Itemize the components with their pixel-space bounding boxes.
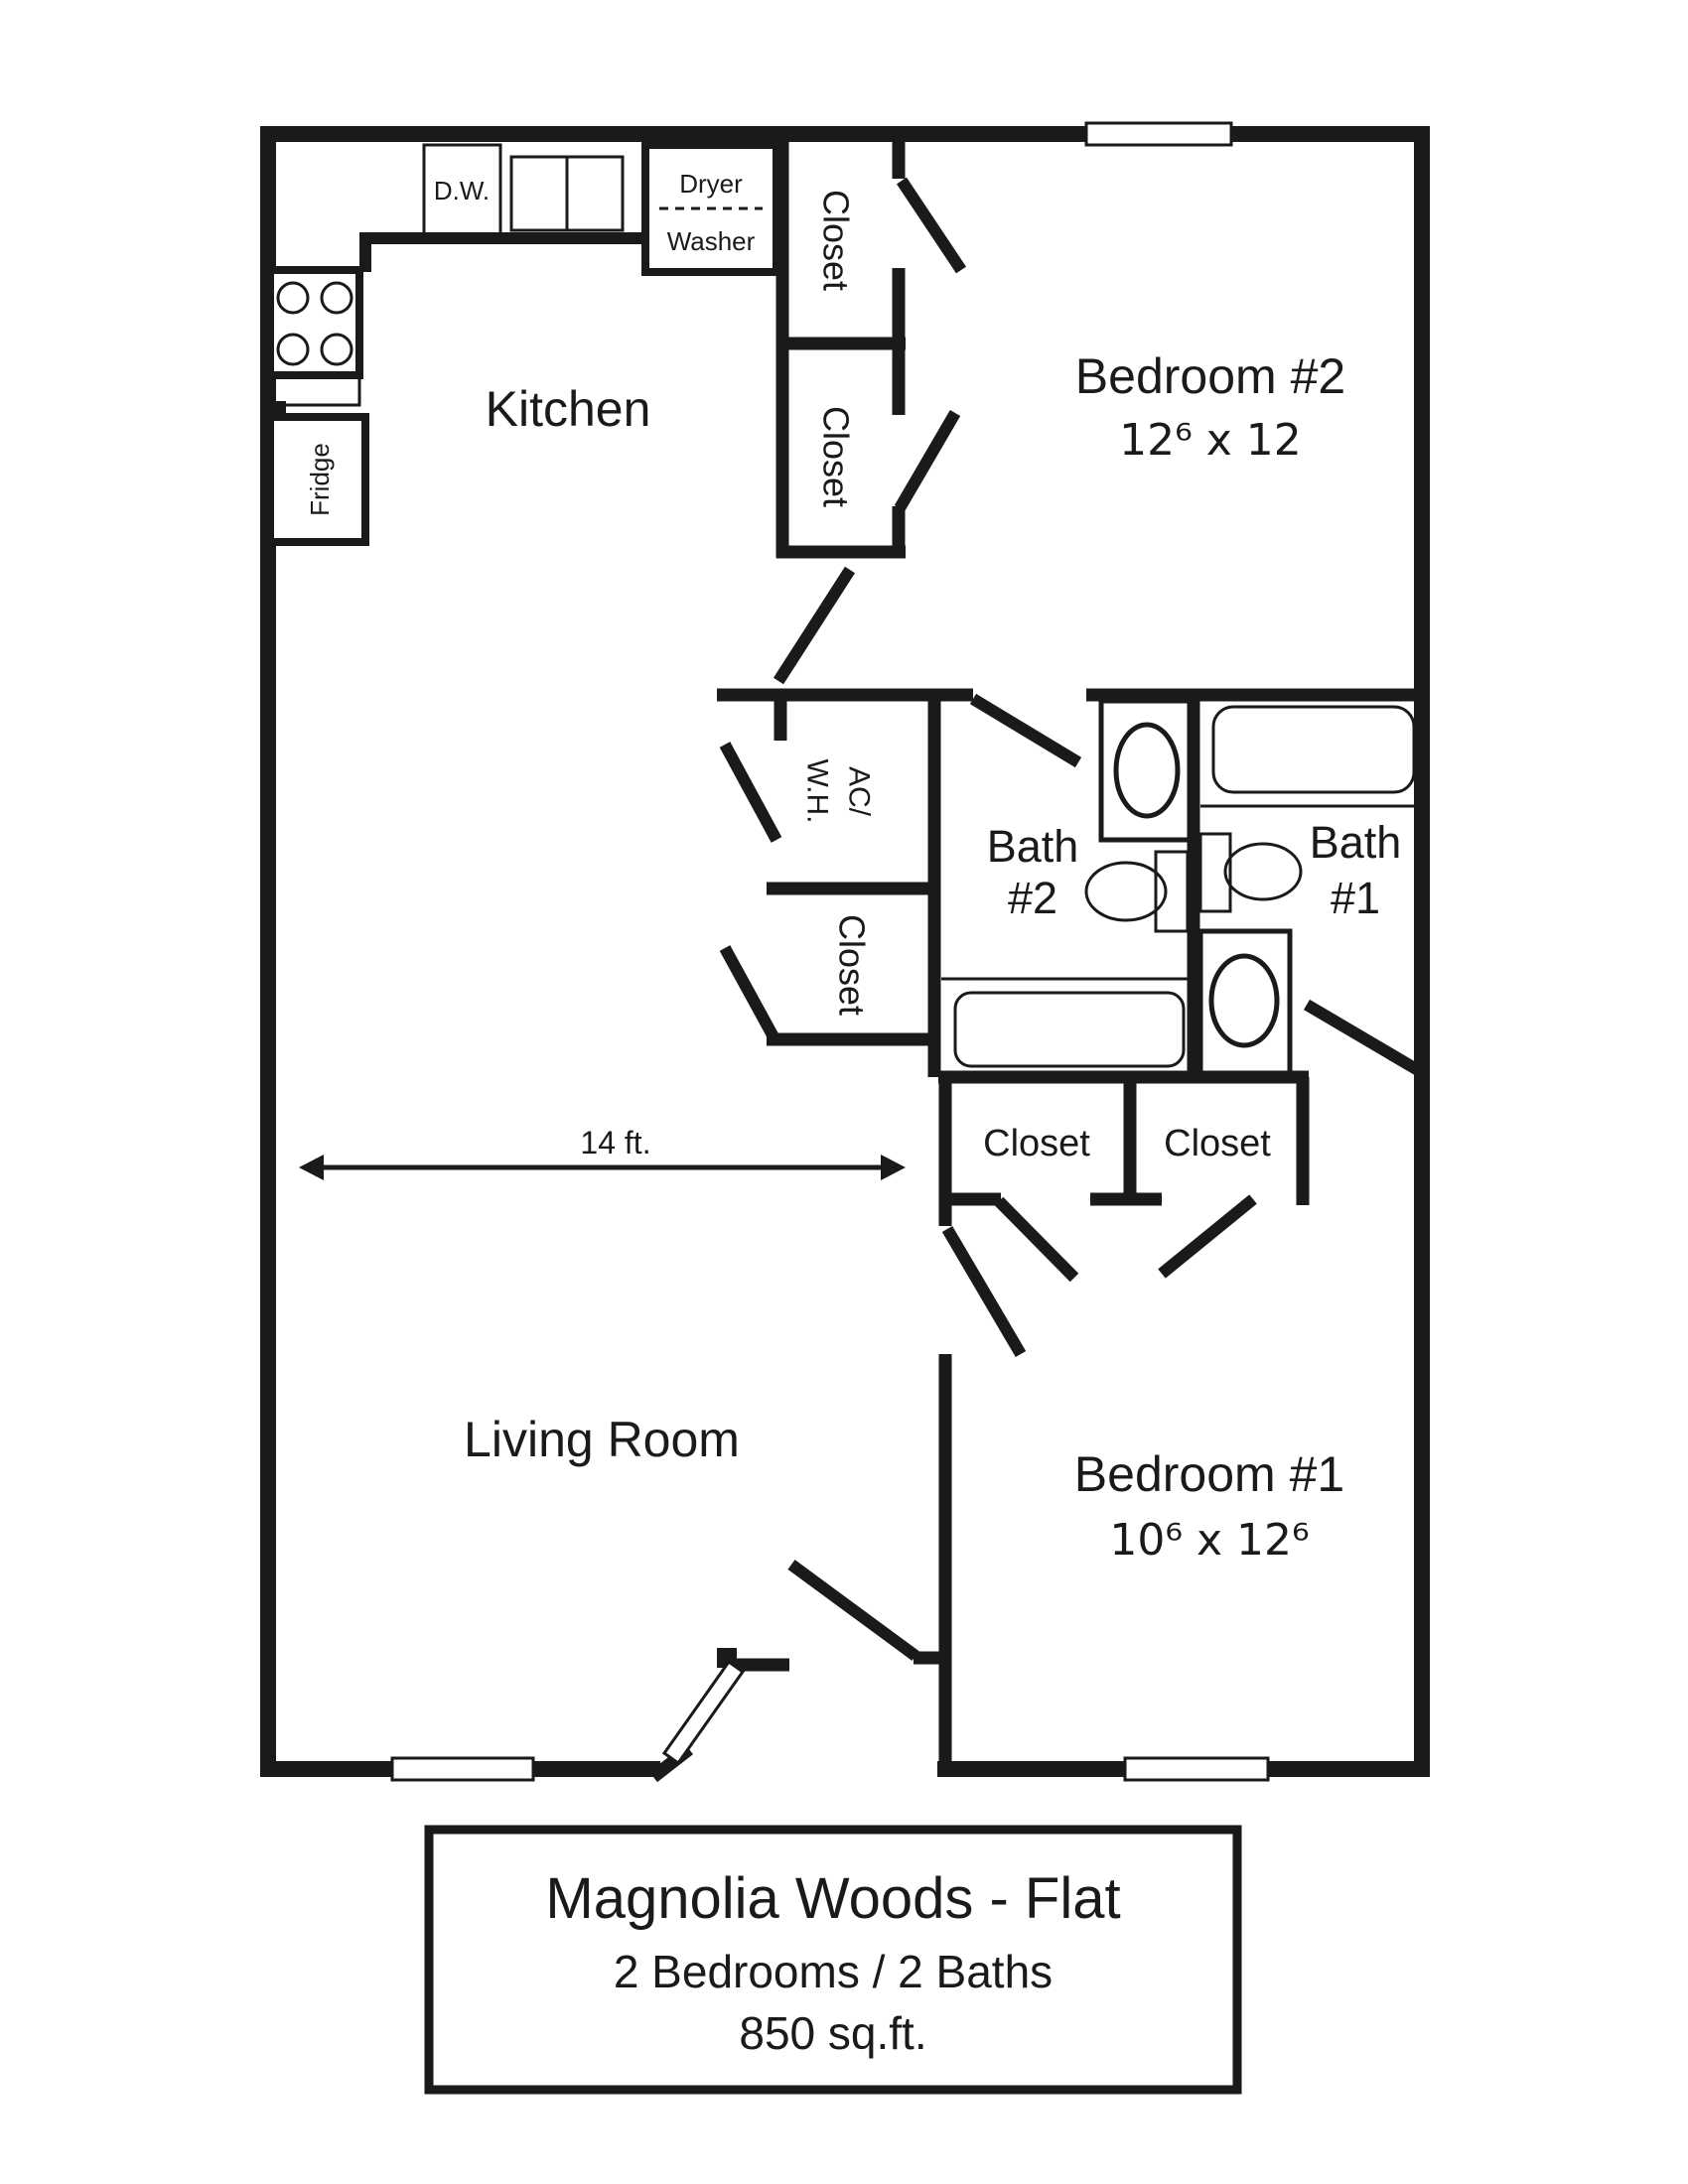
bath1-number: #1: [1331, 873, 1380, 923]
bedroom1-closet-b-label: Closet: [1164, 1123, 1271, 1164]
fridge-icon: [266, 413, 369, 546]
bath1-bathtub-icon: [1211, 705, 1416, 794]
washer-label: Washer: [667, 226, 756, 256]
bath2-label: Bath: [987, 821, 1079, 872]
door-swing: [897, 177, 966, 274]
bedroom1-closet-a-label: Closet: [983, 1123, 1090, 1164]
door-swing: [941, 1225, 1027, 1358]
arrow-head-right: [881, 1155, 906, 1180]
plan-title: Magnolia Woods - Flat: [545, 1866, 1120, 1931]
window: [1084, 121, 1233, 147]
bath2-bathtub-icon: [953, 991, 1186, 1068]
door-swing: [1158, 1194, 1257, 1279]
bedroom1-dimensions: 10⁶ x 12⁶: [1109, 1515, 1309, 1566]
hall-closet-label: Closet: [831, 914, 872, 1016]
kitchen-fixtures: [260, 141, 780, 546]
door-swing: [773, 566, 856, 685]
dryer-label: Dryer: [679, 169, 743, 199]
bath1-sink-icon: [1208, 953, 1280, 1048]
door-swing: [994, 1196, 1079, 1283]
burner-icon: [320, 333, 353, 366]
bath1-toilet-tank: [1198, 832, 1232, 913]
room-labels: Kitchen Bedroom #2 12⁶ x 12 Bath #2 Bath…: [464, 348, 1401, 1566]
burner-icon: [320, 281, 353, 315]
door-swing: [894, 409, 961, 512]
bath2-toilet-tank: [1154, 850, 1190, 933]
fridge-label: Fridge: [305, 443, 335, 516]
entry-door: [661, 1648, 746, 1766]
bedroom2-closet-b-label: Closet: [815, 406, 856, 507]
bedroom1-label: Bedroom #1: [1074, 1446, 1344, 1502]
plan-configuration: 2 Bedrooms / 2 Baths: [614, 1946, 1053, 1997]
door-swing: [1303, 999, 1422, 1076]
bedroom2-dimensions: 12⁶ x 12: [1119, 415, 1302, 466]
burner-icon: [276, 281, 310, 315]
bath1-toilet-icon: [1223, 842, 1303, 901]
title-block: Magnolia Woods - Flat 2 Bedrooms / 2 Bat…: [424, 1825, 1242, 2095]
entry-door-panel: [661, 1659, 746, 1766]
window: [1123, 1756, 1270, 1782]
kitchen-label: Kitchen: [486, 381, 651, 437]
door-swings: [719, 177, 1422, 1661]
ac-wh-label-line1: AC/: [843, 766, 876, 817]
door-swing: [787, 1560, 919, 1661]
dishwasher-icon: [422, 143, 502, 238]
title-block-border: [424, 1825, 1242, 2095]
door-swing: [969, 693, 1082, 768]
bedroom2-label: Bedroom #2: [1075, 348, 1345, 404]
windows: [390, 121, 1270, 1782]
dimension-label: 14 ft.: [580, 1125, 650, 1160]
bath1-vanity: [1197, 928, 1293, 1078]
bath2-sink-icon: [1113, 722, 1181, 819]
bath2-toilet-icon: [1084, 861, 1168, 922]
bedroom2-closet-a-label: Closet: [815, 190, 856, 291]
dimension-arrow: 14 ft.: [299, 1125, 906, 1180]
arrow-head-left: [299, 1155, 324, 1180]
bath1-label: Bath: [1310, 817, 1402, 868]
door-swing: [719, 742, 782, 843]
window: [390, 1756, 535, 1782]
dishwasher-label: D.W.: [434, 176, 490, 205]
bath2-number: #2: [1008, 873, 1057, 923]
plan-area: 850 sq.ft.: [739, 2007, 926, 2059]
door-swing: [719, 945, 782, 1045]
ac-wh-label-line2: W.H.: [801, 759, 834, 824]
bath2-vanity: [1098, 698, 1196, 843]
fixture-labels: D.W. Dryer Washer Fridge Closet Closet A…: [305, 169, 1271, 1164]
burner-icon: [276, 333, 310, 366]
living-room-label: Living Room: [464, 1412, 740, 1467]
counter-shelf: [268, 373, 361, 407]
bath-fixtures: [941, 698, 1418, 1078]
